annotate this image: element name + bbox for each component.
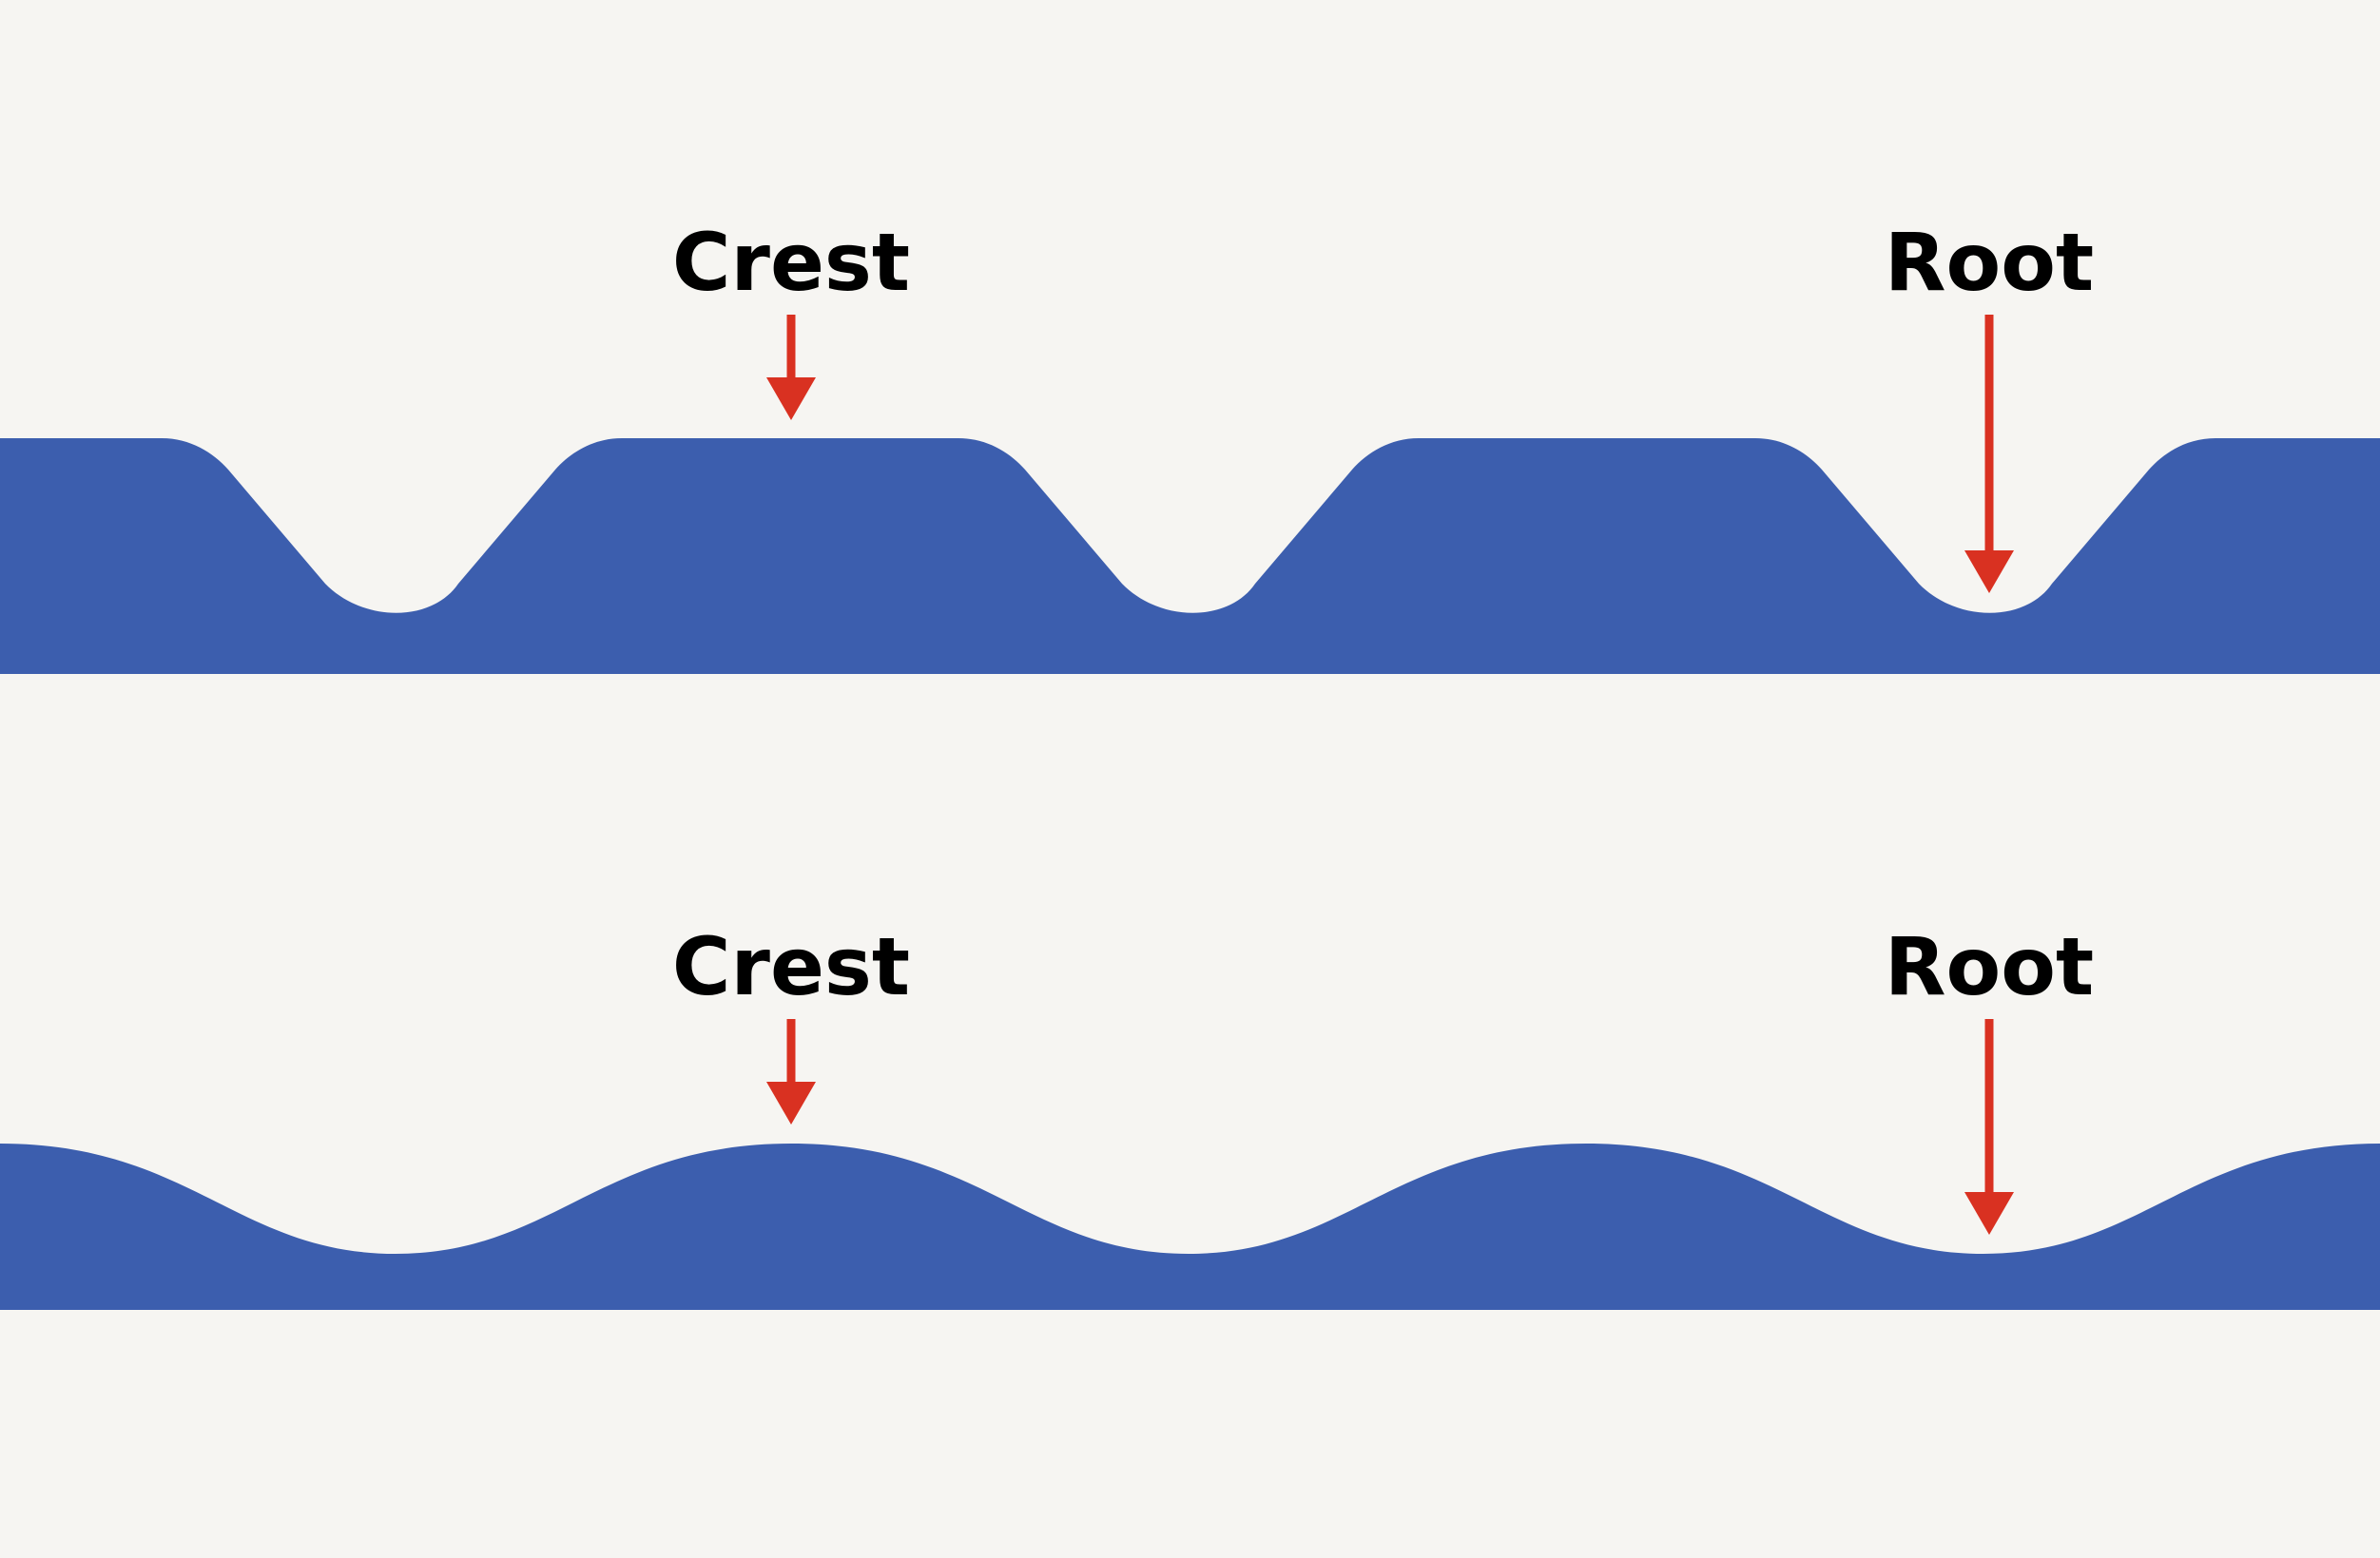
crest-label: Crest [672, 920, 910, 1013]
trapezoidal-panel: Crest Root [0, 216, 2380, 674]
crest-arrow [766, 1019, 816, 1125]
crest-arrow [766, 315, 816, 420]
sinusoidal-panel: Crest Root [0, 920, 2380, 1310]
sinusoidal-profile [0, 1144, 2380, 1310]
root-arrow [1964, 315, 2014, 593]
root-arrow [1964, 1019, 2014, 1235]
trapezoidal-profile [0, 438, 2380, 674]
root-label: Root [1885, 216, 2094, 309]
crest-label: Crest [672, 216, 910, 309]
root-label: Root [1885, 920, 2094, 1013]
